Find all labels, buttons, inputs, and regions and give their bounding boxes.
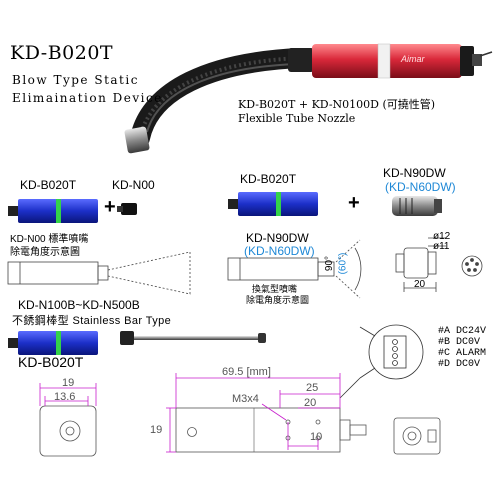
flexible-tube-device: [124, 43, 493, 154]
row1-right-device-label: KD-B020T: [240, 172, 297, 186]
flexible-tube: [130, 48, 310, 148]
pin-b: #B DC0V: [438, 337, 481, 348]
pin-d: #D DC0V: [438, 359, 481, 370]
angle-label-alt: (60°): [337, 252, 349, 275]
n90-note-line-1: 換氣型噴嘴: [252, 284, 298, 294]
nozzle-n90dw: [392, 196, 442, 216]
row1-left-nozzle-label: KD-N00: [112, 178, 155, 192]
dim-inner-diameter: ø11: [433, 241, 450, 252]
bar-row-title: KD-N100B~KD-N500B: [18, 298, 140, 312]
n00-note-line-1: KD-N00 標準噴嘴: [10, 234, 89, 245]
n90-diagram-title: KD-N90DW: [246, 231, 309, 245]
dim-outer-diameter: ø12: [433, 231, 451, 242]
dim-thread: M3x4: [232, 393, 259, 405]
n90dw-dimension-drawing: [395, 237, 483, 292]
subtitle-line-2: Elimaination Device: [12, 91, 163, 105]
row1-right-nozzle-label: KD-N90DW: [383, 166, 446, 180]
white-band: [378, 44, 390, 78]
tube-coupler: [288, 48, 314, 72]
end-view: [393, 417, 441, 455]
n90-note-line-2: 除電角度示意圖: [246, 295, 310, 305]
subtitle-line-1: Blow Type Static: [12, 73, 139, 87]
blue-device-1: [8, 199, 98, 223]
n00-note-line-2: 除電角度示意圖: [10, 247, 80, 258]
stainless-bar-nozzle: [120, 331, 266, 345]
end-cap: [460, 46, 474, 76]
blue-device-3: [8, 331, 98, 355]
dim-hole-pitch: 10: [310, 431, 323, 443]
n90-diagram-title-alt: (KD-N60DW): [244, 244, 315, 258]
nozzle-n00: [117, 203, 137, 215]
dim-hole-span: 25: [306, 382, 319, 394]
row1-right-nozzle-alt: (KD-N60DW): [385, 180, 456, 194]
pin-a: #A DC24V: [438, 326, 487, 337]
angle-label: 90°: [324, 255, 336, 272]
dimensions-title: KD-B020T: [18, 354, 84, 370]
n90dw-angle-diagram: [227, 239, 362, 299]
led-green: [56, 199, 61, 223]
nozzle-combo-line-2: Flexible Tube Nozzle: [238, 112, 356, 125]
page-title: KD-B020T: [10, 42, 114, 64]
pin-c: #C ALARM: [438, 348, 487, 359]
dim-front-width: 19: [62, 377, 75, 389]
plus-sign-2: +: [348, 192, 360, 214]
tube-nozzle-tip: [124, 126, 150, 154]
connector-callout: [339, 324, 424, 399]
side-view: [166, 373, 367, 453]
device-brand-label: Aimar: [401, 54, 425, 64]
row1-left-device-label: KD-B020T: [20, 178, 77, 192]
nozzle-combo-line-1: KD-B020T + KD-N0100D (可撓性管): [238, 98, 436, 111]
n00-angle-diagram: [7, 251, 191, 295]
dim-height: 19: [150, 424, 163, 436]
plus-sign-1: +: [104, 196, 116, 218]
bar-row-subtitle: 不銹鋼棒型 Stainless Bar Type: [12, 315, 172, 327]
dim-nozzle-length: 20: [414, 279, 426, 290]
dim-length: 69.5 [mm]: [222, 366, 271, 378]
blue-device-2: [228, 192, 318, 216]
dim-hole-span-2: 20: [304, 397, 317, 409]
front-view: [39, 383, 97, 457]
dim-front-inner: 13.6: [54, 391, 76, 403]
